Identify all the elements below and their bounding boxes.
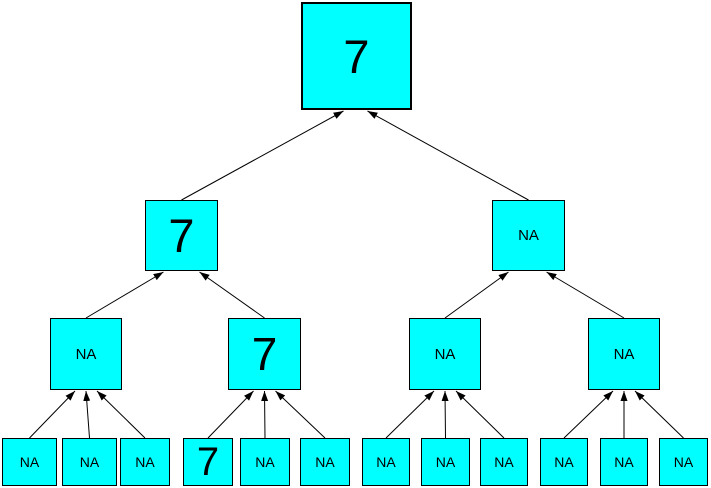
edge-l9-to-n23 (563, 390, 614, 439)
tree-node-l4: NA (240, 438, 290, 486)
edge-l3-to-n21 (207, 390, 254, 439)
tree-node-l2: NA (120, 438, 170, 486)
tree-node-n10: 7 (145, 200, 218, 271)
tree-node-l11: NA (659, 438, 708, 486)
tree-node-n20: NA (50, 318, 122, 390)
edge-l8-to-n22 (455, 390, 505, 439)
edge-n21-to-n10 (199, 271, 265, 319)
tree-node-n11: NA (492, 200, 565, 271)
edge-l4-to-n21 (261, 390, 269, 439)
edge-l5-to-n21 (275, 390, 326, 439)
tree-node-l10: NA (600, 438, 648, 486)
tree-node-l8: NA (480, 438, 528, 486)
tree-node-root: 7 (301, 2, 412, 110)
edge-n10-to-root (181, 110, 344, 201)
edge-l2-to-n20 (96, 390, 146, 439)
edge-n23-to-n11 (546, 271, 625, 319)
tree-node-l5: NA (300, 438, 350, 486)
edge-n22-to-n11 (444, 271, 509, 319)
tree-node-n22: NA (409, 318, 481, 390)
tree-node-n21: 7 (228, 318, 301, 390)
edge-l11-to-n23 (634, 390, 684, 439)
tree-node-l1: NA (62, 438, 117, 486)
edge-n11-to-root (367, 110, 529, 201)
tree-node-l7: NA (421, 438, 470, 486)
tree-node-l6: NA (362, 438, 410, 486)
tree-node-l3: 7 (183, 438, 233, 486)
edge-l7-to-n22 (441, 390, 449, 439)
tree-node-n23: NA (588, 318, 660, 390)
tree-node-l0: NA (2, 438, 57, 486)
edge-l1-to-n20 (83, 390, 91, 439)
edge-l0-to-n20 (29, 390, 76, 439)
edge-l6-to-n22 (385, 390, 435, 439)
edge-n20-to-n10 (85, 271, 164, 319)
tree-node-l9: NA (540, 438, 588, 486)
